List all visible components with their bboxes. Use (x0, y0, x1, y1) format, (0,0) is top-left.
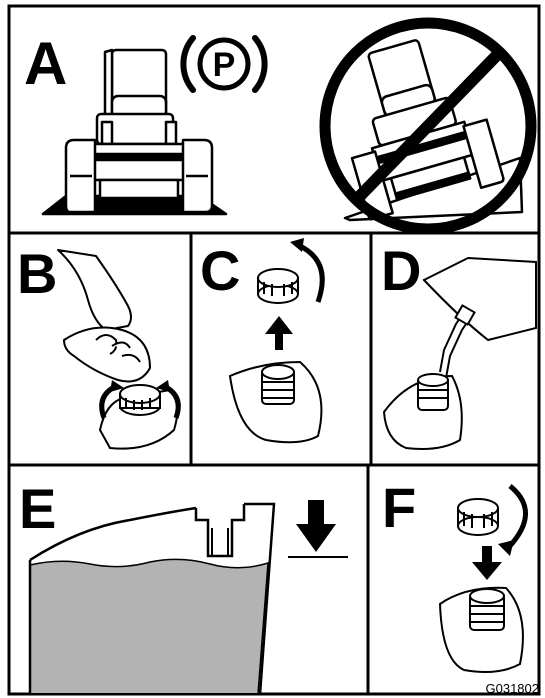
panel-d: D (381, 239, 536, 449)
down-arrow-icon (296, 500, 336, 552)
counterclockwise-arrow-icon (300, 246, 322, 302)
down-arrow-icon (472, 546, 502, 580)
panel-c-letter: C (200, 239, 240, 302)
panel-a-letter: A (24, 30, 67, 97)
fuel-cap-icon (458, 499, 498, 535)
panel-f: F (382, 476, 526, 672)
up-arrow-icon (265, 316, 293, 350)
parking-brake-letter: P (213, 46, 236, 84)
fuel-tank-neck (230, 362, 321, 442)
panel-e-letter: E (19, 477, 56, 540)
fuel-tank-neck (440, 588, 523, 672)
clockwise-arrow-icon (508, 486, 526, 548)
fuel-level (30, 559, 268, 694)
fuel-can-illustration (424, 258, 536, 378)
tank-cross-section (30, 504, 276, 694)
panel-b-letter: B (17, 242, 57, 305)
panel-e: E (19, 477, 348, 694)
fuel-tank-neck (384, 374, 462, 449)
panel-c: C (200, 238, 322, 442)
panel-b: B (17, 242, 178, 449)
panel-d-letter: D (381, 239, 421, 302)
clockwise-arrowhead (498, 540, 514, 556)
fuel-cap-icon (258, 269, 298, 303)
parking-brake-icon: P (183, 38, 264, 90)
hand-with-cloth-illustration (58, 250, 150, 382)
fuel-cap-icon (120, 385, 160, 415)
drawing-number: G031802 (486, 681, 540, 696)
mower-level-ground-illustration (43, 50, 226, 214)
panel-a: A P (24, 23, 531, 229)
panel-f-letter: F (382, 476, 416, 539)
counterclockwise-arrowhead (290, 238, 304, 252)
